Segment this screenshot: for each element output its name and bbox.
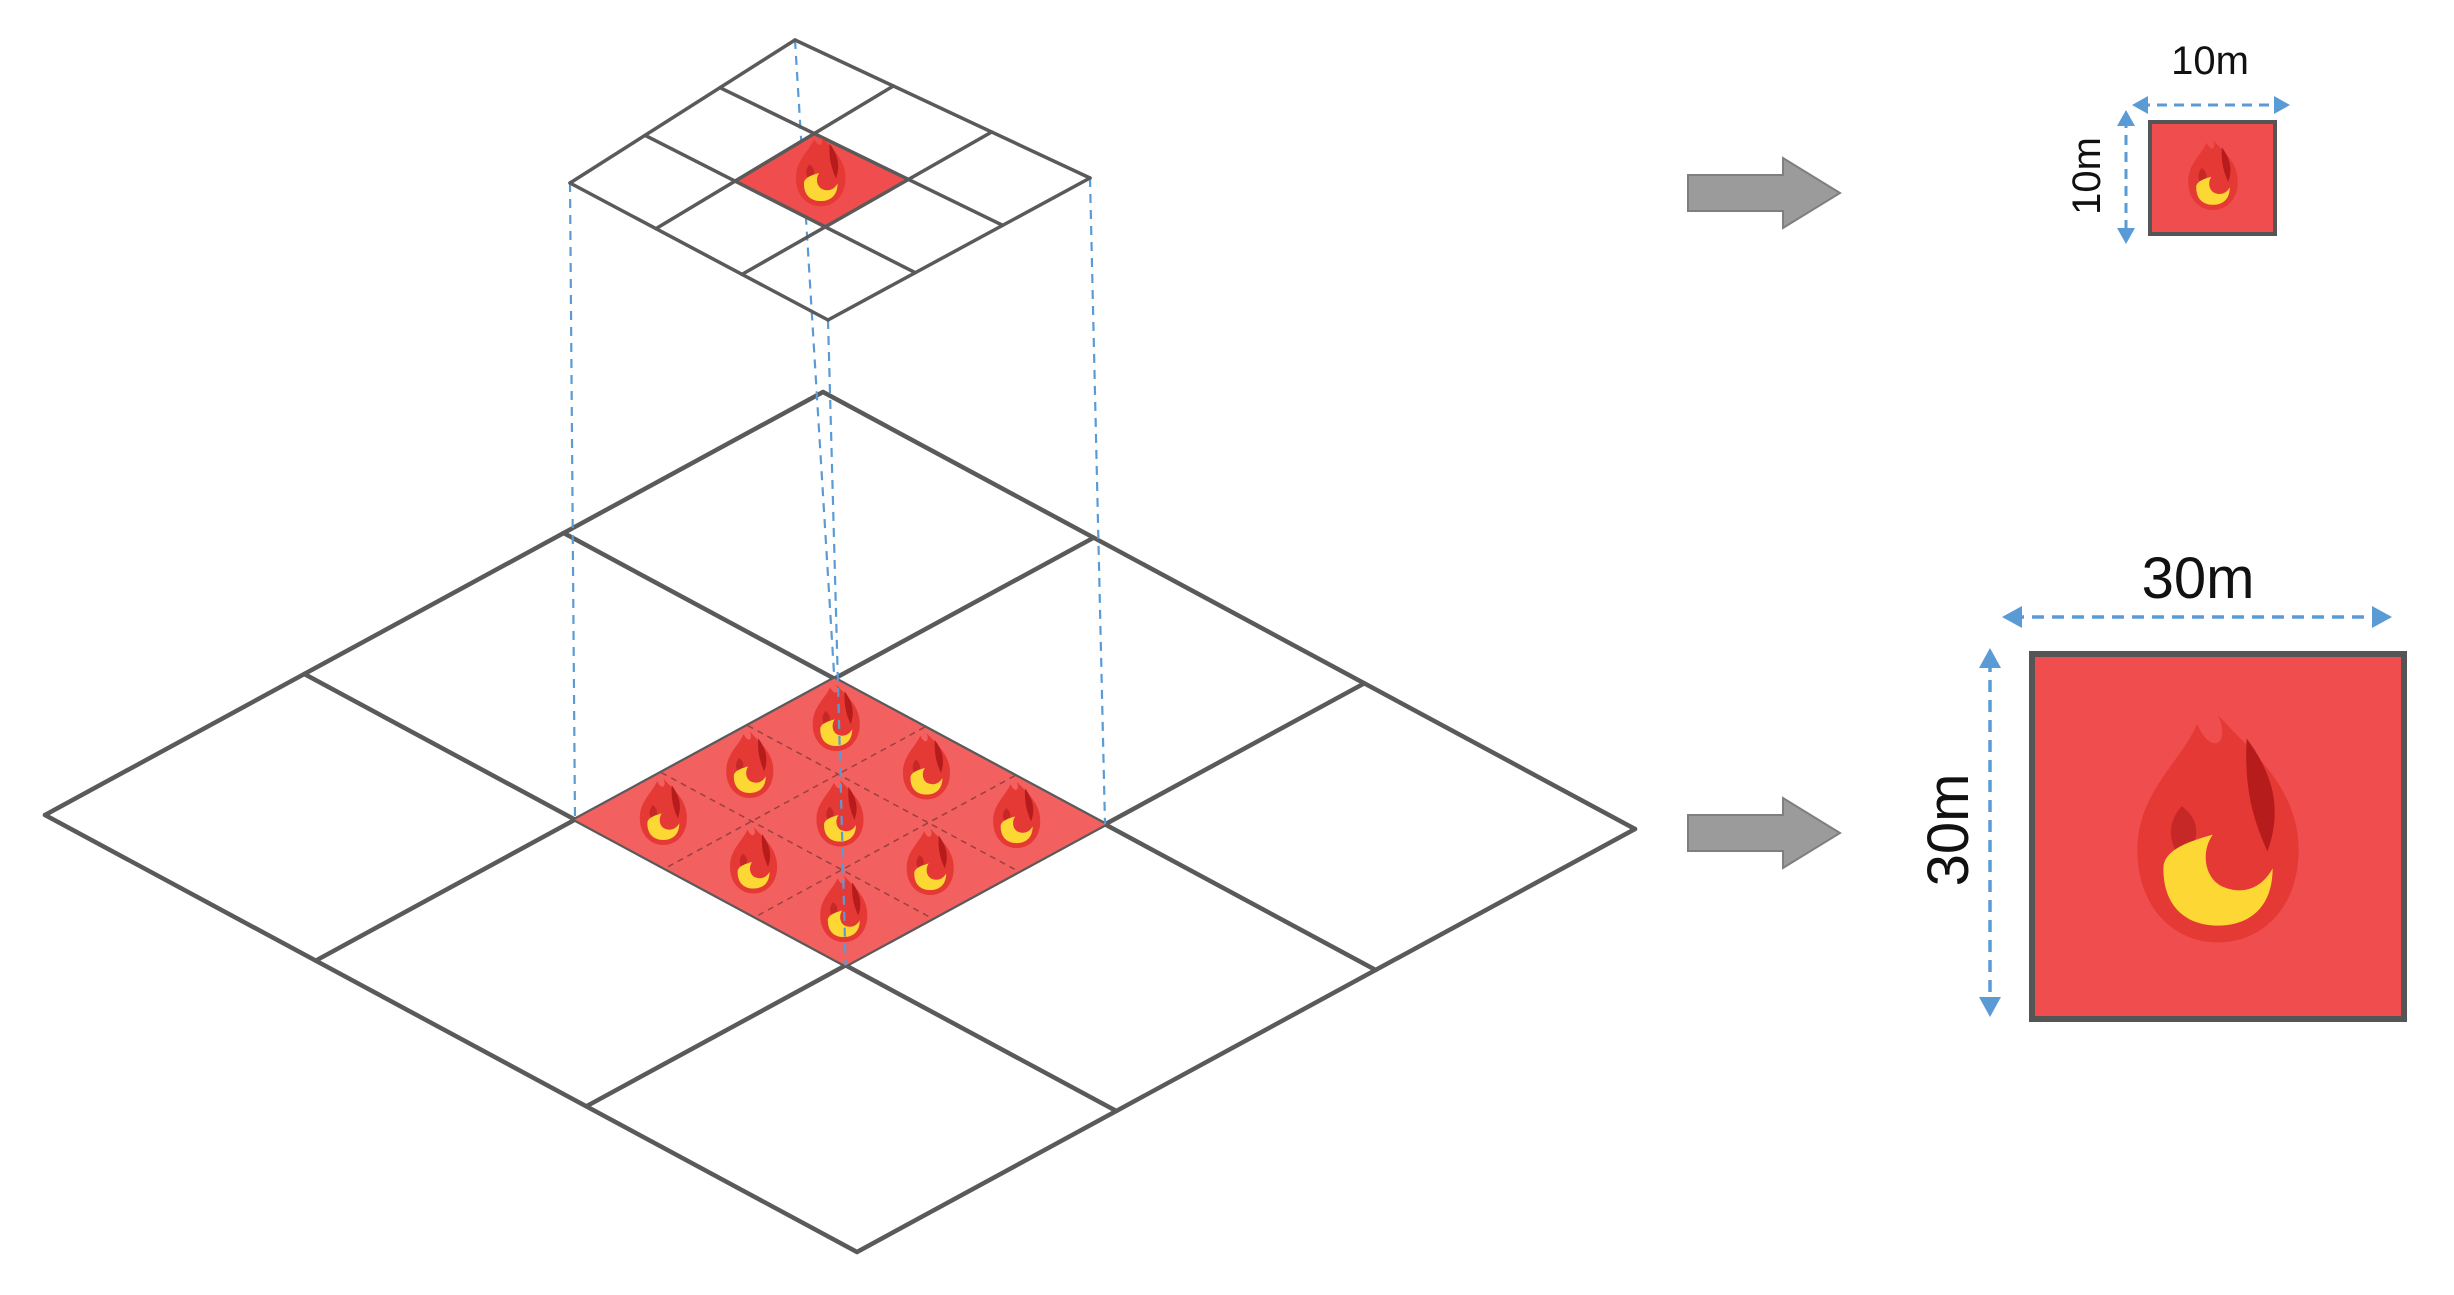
fire-area-fine-cells [575,678,1105,966]
small-grid-10m [568,38,1092,322]
small-grid-line [568,38,797,185]
fine-grid-line [755,775,1016,918]
projection-line [826,319,847,966]
right-arrow-icon-bottom [1687,796,1842,870]
large-grid-line [42,389,826,818]
small-grid-line [643,133,918,275]
small-grid-line [654,84,896,231]
fine-grid-line [664,726,925,869]
large-grid-line [42,812,860,1255]
large-grid-line [854,826,1638,1255]
projection-line [568,182,577,820]
projection-lines [568,39,1107,966]
large-width-label: 30m [2142,546,2255,611]
large-grid-line [820,389,1638,832]
fine-grid-line [661,772,933,919]
small-grid-line [826,176,1092,322]
small-pixel-legend: 10m 10m [2065,39,2290,244]
small-grid-line [568,181,830,322]
large-height-label: 30m [1916,774,1981,887]
small-height-label: 10m [2065,137,2109,215]
fine-grid-line [747,725,1019,872]
small-width-label: 10m [2171,39,2249,83]
large-grid-line [584,681,1367,1109]
large-grid-line [313,535,1096,963]
large-pixel-legend: 30m 30m [1916,546,2407,1022]
small-grid-line [718,85,1005,228]
projection-line [793,39,836,679]
small-grid-line [740,130,994,277]
right-arrow-icon-top [1687,156,1842,230]
small-grid-line [793,38,1092,180]
projection-line [1088,177,1107,825]
